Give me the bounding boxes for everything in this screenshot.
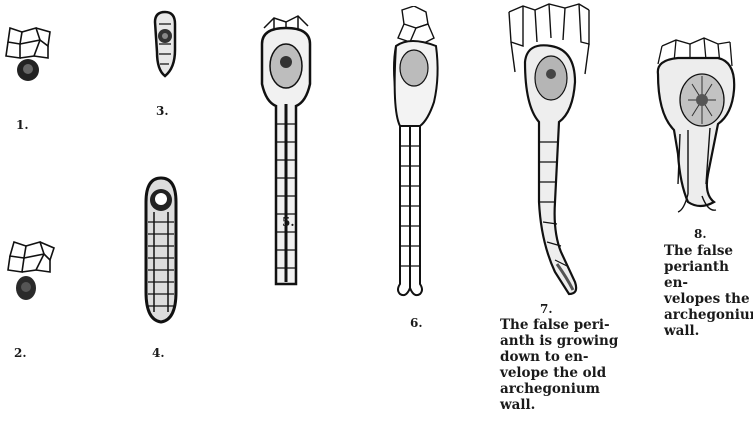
figure-7-caption-line: The false peri-: [500, 317, 652, 333]
figure-3-number: 3.: [156, 104, 169, 118]
figure-8-caption-line: velopes the: [664, 291, 753, 307]
figure-6-drawing: [370, 6, 450, 306]
figure-7-number: 7.: [540, 302, 553, 316]
figure-1-drawing: [0, 20, 60, 100]
figure-8-drawing: [648, 34, 742, 220]
figure-6-number: 6.: [410, 316, 423, 330]
figure-3-drawing: [145, 10, 185, 90]
figure-4-number: 4.: [152, 346, 165, 360]
figure-7-caption-line: velope the old: [500, 365, 652, 381]
figure-7-caption-line: archegonium: [500, 381, 652, 397]
figure-8-caption-line: wall.: [664, 323, 753, 339]
figure-4-drawing: [138, 172, 184, 332]
figure-2-number: 2.: [14, 346, 27, 360]
figure-8-number: 8.: [694, 227, 707, 241]
figure-5-drawing: [256, 14, 316, 304]
figure-7-caption-line: wall.: [500, 397, 652, 413]
figure-8-caption: The false perianth en- velopes the arche…: [664, 243, 753, 339]
figure-8-caption-line: The false: [664, 243, 753, 259]
figure-8-caption-line: archegonium: [664, 307, 753, 323]
figure-7-caption-line: down to en-: [500, 349, 652, 365]
figure-7-drawing: [505, 2, 595, 300]
figure-7-caption: The false peri- anth is growing down to …: [500, 317, 652, 413]
figure-8-caption-line: perianth en-: [664, 259, 753, 291]
figure-7-caption-line: anth is growing: [500, 333, 652, 349]
figure-2-drawing: [0, 236, 60, 316]
figure-5-number: 5.: [282, 215, 295, 229]
figure-1-number: 1.: [16, 118, 29, 132]
